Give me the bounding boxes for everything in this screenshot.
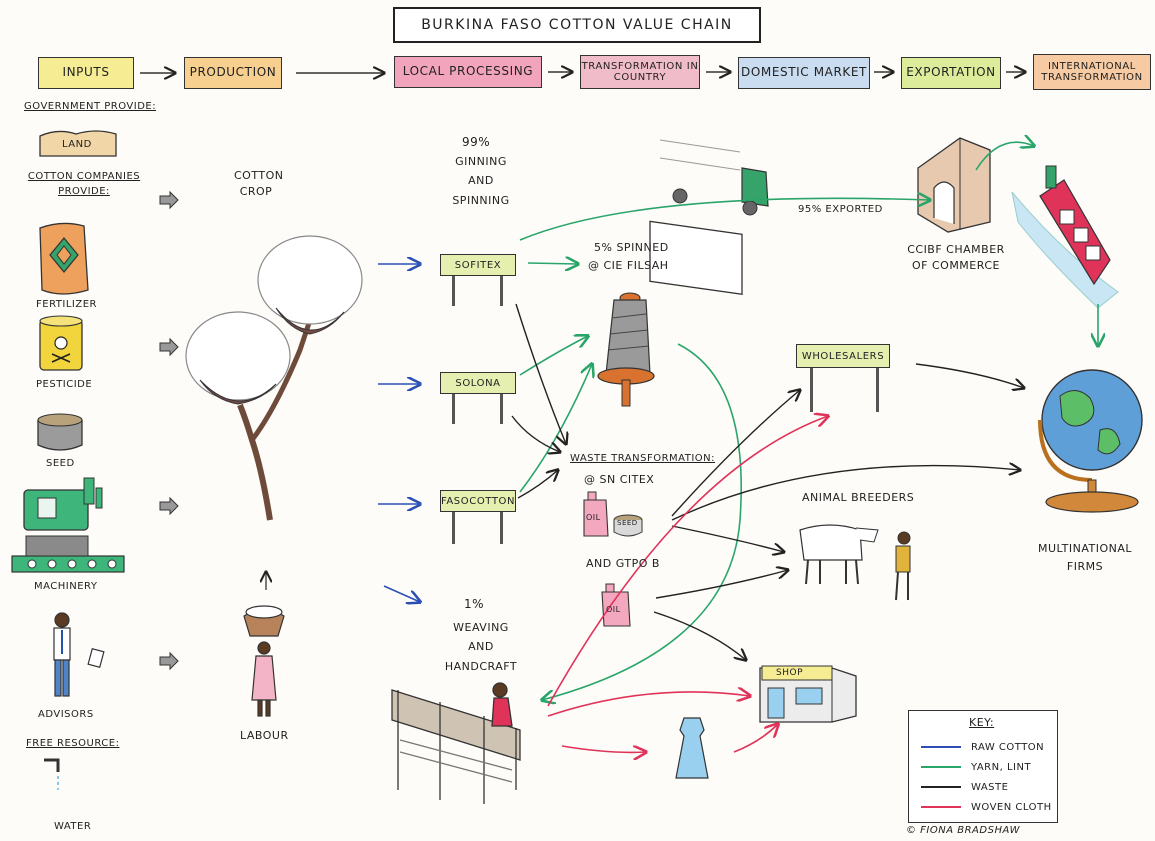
key-row-waste: WASTE (921, 779, 1008, 795)
stage-inputs: INPUTS (38, 57, 134, 89)
oil-text-2: OIL (606, 605, 621, 614)
key-line-raw-cotton (921, 746, 961, 748)
waste-at-label: @ SN CITEX (584, 473, 655, 486)
sign-fasocotton: FASOCOTTON (440, 490, 516, 512)
stage-domestic-market: DOMESTIC MARKET (738, 57, 870, 89)
diagram-title: BURKINA FASO COTTON VALUE CHAIN (393, 7, 761, 43)
key-label-waste: WASTE (971, 781, 1009, 793)
key-line-woven-cloth (921, 806, 961, 808)
animal-breeders-label: ANIMAL BREEDERS (802, 491, 915, 504)
sign-posts (452, 276, 879, 544)
credit-label: © FIONA BRADSHAW (906, 825, 1021, 836)
advisor-icon (53, 612, 105, 697)
cotton-companies-label: COTTON COMPANIES PROVIDE: (27, 171, 141, 197)
labour-icon (243, 605, 285, 717)
header-arrows (140, 72, 1025, 73)
fertilizer-icon (39, 222, 89, 295)
seed-text: SEED (617, 519, 638, 527)
ginning-label: GINNING AND SPINNING (452, 155, 510, 207)
stage-production: PRODUCTION (184, 57, 282, 89)
stage-exportation: EXPORTATION (901, 57, 1001, 89)
spool-icon (597, 292, 655, 407)
key-row-raw-cotton: RAW COTTON (921, 739, 1044, 755)
key-label-woven-cloth: WOVEN CLOTH (971, 801, 1052, 813)
shop-icon (759, 665, 857, 723)
chamber-label: CCIBF CHAMBER OF COMMERCE (907, 243, 1005, 272)
spinned-at-label: @ CIE FILSAH (588, 259, 669, 272)
fertilizer-label: FERTILIZER (36, 299, 97, 310)
legend-key: KEY: RAW COTTON YARN, LINT WASTE WOVEN C… (908, 710, 1058, 823)
cotton-crop-label: COTTON CROP (234, 169, 284, 198)
waste-and-label: AND GTPO B (586, 557, 660, 570)
multinational-label: MULTINATIONAL FIRMS (1037, 542, 1133, 573)
land-icon (39, 130, 117, 157)
free-resource-label: FREE RESOURCE: (26, 738, 120, 749)
machinery-icon (11, 477, 125, 573)
stage-transformation: TRANSFORMATION IN COUNTRY (580, 55, 700, 89)
sign-solona: SOLONA (440, 372, 516, 394)
machinery-label: MACHINERY (34, 581, 98, 592)
key-title: KEY: (969, 716, 995, 729)
labour-label: LABOUR (240, 729, 289, 742)
seed-label: SEED (46, 458, 75, 469)
pesticide-icon (39, 315, 83, 371)
woven-cloth-arrows (547, 416, 828, 752)
dress-icon (675, 717, 709, 779)
seed-icon (37, 413, 83, 451)
weaving-percent: 1% (464, 597, 485, 611)
waste-title: WASTE TRANSFORMATION: (570, 453, 715, 464)
ccibf-building-icon (917, 137, 991, 233)
water-icon (44, 758, 60, 790)
sign-sofitex: SOFITEX (440, 254, 516, 276)
ship-icon (1011, 165, 1119, 309)
sign-wholesalers: WHOLESALERS (796, 344, 890, 368)
key-label-raw-cotton: RAW COTTON (971, 741, 1045, 753)
land-label: LAND (62, 139, 92, 150)
shop-label: SHOP (776, 668, 803, 678)
key-row-yarn: YARN, LINT (921, 759, 1031, 775)
key-line-waste (921, 786, 961, 788)
advisors-label: ADVISORS (38, 709, 94, 720)
water-label: WATER (54, 821, 92, 832)
globe-icon (1038, 369, 1143, 513)
pesticide-label: PESTICIDE (36, 379, 93, 390)
ginning-percent: 99% (462, 135, 491, 149)
stage-international: INTERNATIONAL TRANSFORMATION (1033, 54, 1151, 90)
government-provide-label: GOVERNMENT PROVIDE: (24, 101, 157, 112)
weaving-label: WEAVING AND HANDCRAFT (444, 621, 518, 673)
waste-arrows (511, 303, 1024, 660)
spinned-label: 5% SPINNED (594, 241, 669, 254)
key-label-yarn: YARN, LINT (971, 761, 1032, 773)
animal-breeders-icon (799, 524, 911, 601)
truck-icon (649, 139, 769, 296)
cotton-plant-icon (185, 235, 363, 521)
oil-seed-icons (583, 491, 643, 627)
input-arrows (159, 190, 179, 671)
key-row-woven-cloth: WOVEN CLOTH (921, 799, 1052, 815)
loom-icon (391, 682, 521, 804)
key-line-yarn (921, 766, 961, 768)
stage-local-processing: LOCAL PROCESSING (394, 56, 542, 88)
raw-cotton-arrows (378, 264, 420, 602)
oil-text: OIL (586, 513, 601, 522)
exported-label: 95% EXPORTED (798, 204, 883, 215)
